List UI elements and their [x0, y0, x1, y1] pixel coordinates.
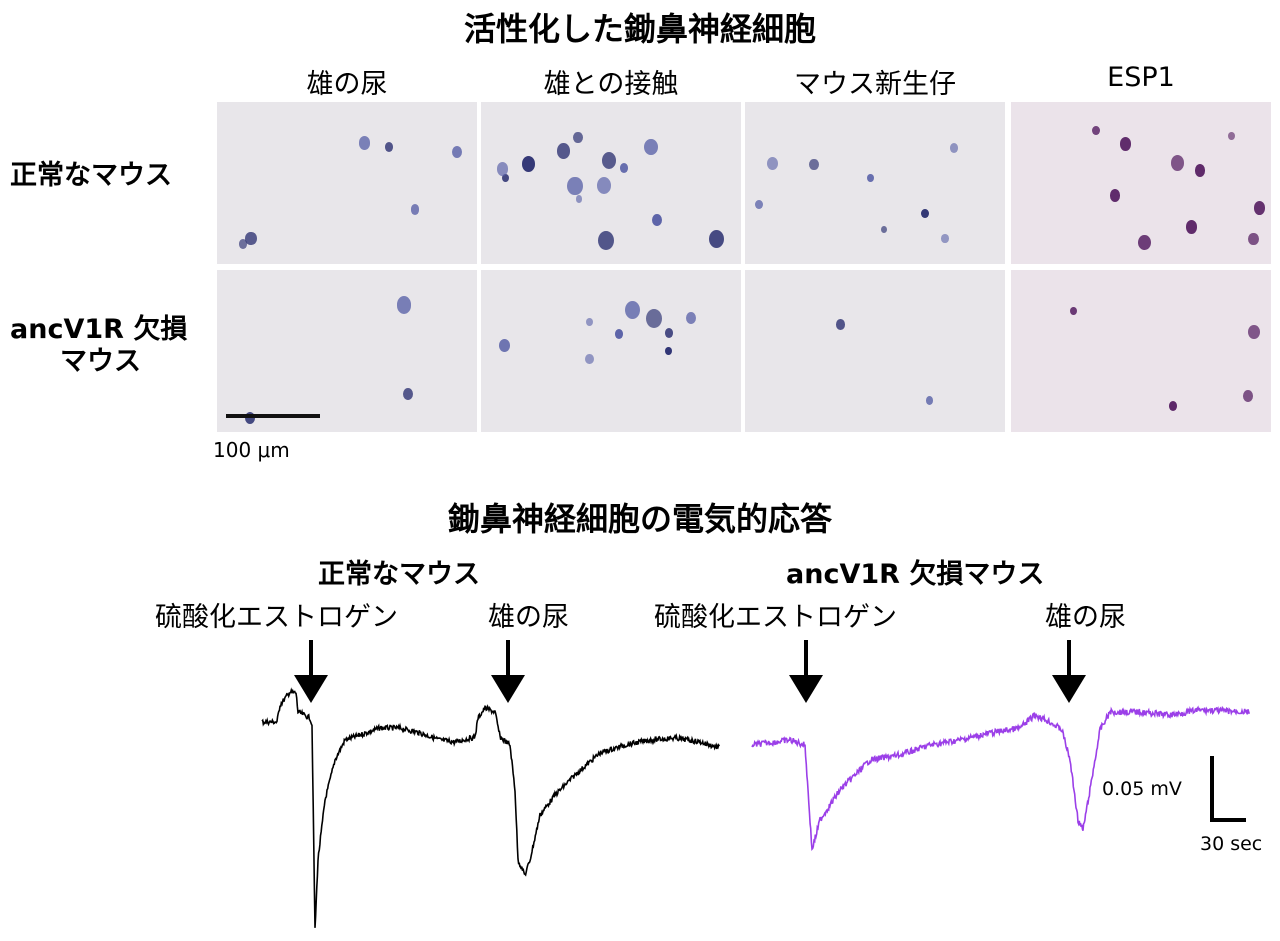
stained-cell [665, 347, 672, 355]
stained-cell [1243, 390, 1254, 403]
stained-cell [585, 353, 594, 364]
scale-bar-icon [1210, 756, 1246, 822]
micrograph-panel [481, 270, 741, 432]
stained-cell [1171, 155, 1185, 172]
stained-cell [1248, 232, 1259, 246]
stained-cell [245, 231, 257, 246]
stained-cell [708, 229, 725, 249]
scale-label: 100 μm [213, 438, 290, 462]
stained-cell [496, 162, 509, 177]
stimulus-label: 硫酸化エストロゲン [155, 602, 398, 633]
stained-cell [664, 328, 674, 339]
stained-cell [556, 143, 570, 159]
column-label: ESP1 [1107, 62, 1175, 93]
arrow-icon [491, 640, 525, 703]
stained-cell [1194, 164, 1206, 177]
micrograph-panel [1011, 270, 1271, 432]
stained-cell [941, 234, 949, 243]
arrow-icon [294, 640, 328, 703]
column-label: 雄との接触 [543, 69, 679, 100]
arrow-icon [789, 640, 823, 703]
stained-cell [645, 309, 662, 329]
stained-cell [926, 396, 934, 406]
column-label: マウス新生仔 [794, 69, 956, 100]
stained-cell [809, 159, 819, 171]
stained-cell [601, 151, 617, 170]
stained-cell [1120, 137, 1132, 151]
stained-cell [358, 136, 370, 150]
scale-bar [226, 414, 320, 418]
section-title: 鋤鼻神経細胞の電気的応答 [447, 500, 832, 538]
row-label-knockout-2: マウス [60, 346, 141, 377]
stained-cell [619, 163, 628, 174]
stained-cell [598, 231, 615, 251]
column-label: 雄の尿 [306, 69, 388, 100]
stained-cell [950, 143, 959, 154]
micrograph-panel [217, 102, 477, 264]
stained-cell [755, 200, 763, 210]
micrograph-panel [1011, 102, 1271, 264]
stained-cell [567, 176, 583, 196]
row-label-normal: 正常なマウス [10, 160, 172, 191]
stained-cell [624, 300, 640, 319]
scale-voltage: 0.05 mV [1102, 778, 1182, 800]
micrograph-panel [745, 270, 1005, 432]
stimulus-label: 雄の尿 [488, 602, 569, 633]
stained-cell [836, 318, 845, 330]
stained-cell [686, 312, 697, 325]
stained-cell [867, 173, 875, 183]
row-label-knockout: ancV1R 欠損 [10, 314, 188, 345]
micrograph-panel [481, 102, 741, 264]
group-title-normal: 正常なマウス [318, 559, 480, 590]
stained-cell [1092, 125, 1101, 136]
scale-time: 30 sec [1200, 833, 1263, 855]
stained-cell [410, 204, 420, 215]
stimulus-label: 雄の尿 [1045, 602, 1126, 633]
stained-cell [575, 195, 582, 203]
stained-cell [586, 317, 594, 327]
stained-cell [652, 214, 663, 227]
stained-cell [1247, 324, 1260, 339]
stained-cell [451, 145, 463, 159]
stained-cell [596, 176, 612, 195]
trace-normal [261, 687, 720, 928]
stained-cell [502, 173, 510, 182]
group-title-knockout: ancV1R 欠損マウス [786, 559, 1045, 590]
stained-cell [521, 155, 536, 172]
stained-cell [1070, 306, 1078, 315]
stained-cell [1138, 235, 1151, 251]
figure-title: 活性化した鋤鼻神経細胞 [463, 10, 816, 48]
stained-cell [881, 225, 888, 234]
stained-cell [1253, 201, 1266, 216]
stained-cell [921, 209, 929, 219]
stained-cell [499, 338, 511, 352]
stained-cell [615, 329, 623, 339]
stained-cell [767, 156, 779, 171]
stained-cell [384, 141, 394, 152]
stimulus-label: 硫酸化エストロゲン [654, 602, 897, 633]
arrow-icon [1052, 640, 1086, 703]
stained-cell [238, 239, 247, 249]
micrograph-panel [745, 102, 1005, 264]
stained-cell [573, 131, 583, 144]
stained-cell [1109, 189, 1121, 202]
micrograph-panel [217, 270, 477, 432]
stained-cell [1186, 220, 1198, 234]
stained-cell [644, 139, 658, 156]
stained-cell [403, 387, 414, 400]
stained-cell [1228, 132, 1235, 141]
stained-cell [1168, 400, 1177, 411]
stained-cell [396, 296, 412, 315]
trace-knockout [751, 705, 1251, 852]
